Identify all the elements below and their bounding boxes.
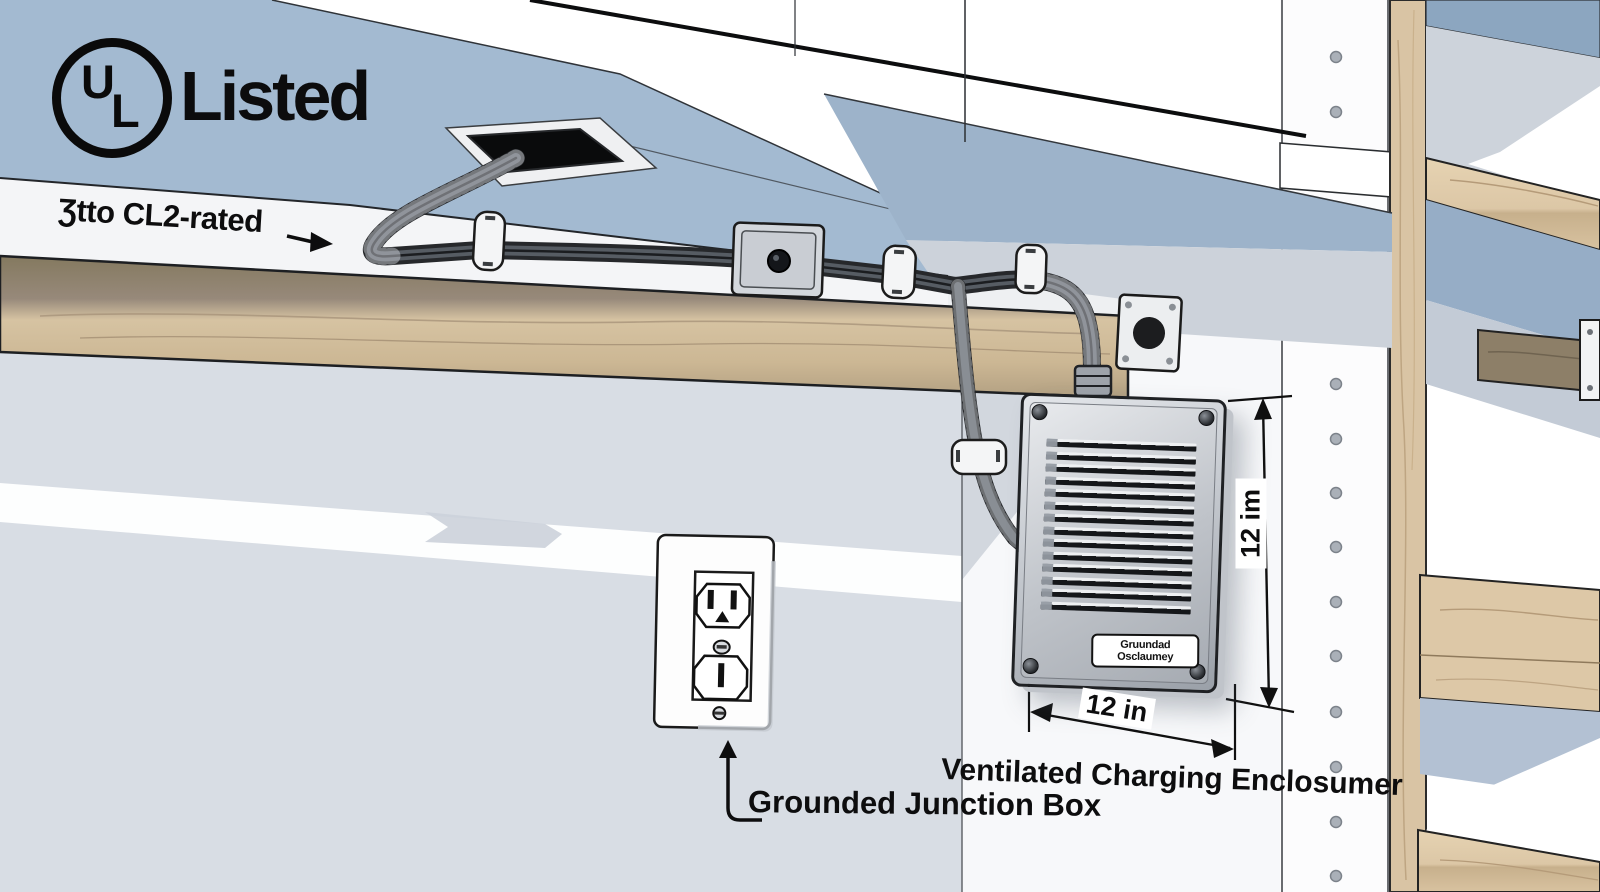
peg-hole bbox=[1329, 105, 1343, 119]
junction-box-arrow-icon bbox=[719, 740, 762, 822]
left-wall bbox=[0, 330, 962, 892]
louver-slat bbox=[1045, 463, 1196, 477]
shelf-lower bbox=[1417, 828, 1600, 892]
peg-hole bbox=[1329, 815, 1343, 829]
ul-monogram-icon: U L bbox=[52, 38, 172, 158]
cable-clip bbox=[1014, 243, 1048, 295]
louver-slat bbox=[1043, 525, 1194, 540]
peg-hole bbox=[1329, 869, 1343, 883]
louver-slat bbox=[1043, 513, 1194, 527]
conduit-connector bbox=[1073, 364, 1113, 398]
ul-wordmark: Listed bbox=[180, 57, 371, 135]
cable-clip bbox=[950, 438, 1008, 476]
louver-slat bbox=[1045, 450, 1197, 465]
width-dimension bbox=[1027, 660, 1237, 760]
peg-hole bbox=[1329, 432, 1343, 446]
cabinet-edge-line bbox=[529, 0, 1307, 138]
peg-hole bbox=[1329, 649, 1343, 663]
enclosure-tag-line1: Gruundad bbox=[1120, 638, 1171, 652]
ul-monogram-u: U bbox=[81, 55, 115, 108]
beam-end-plate bbox=[1115, 293, 1183, 373]
louver-slat bbox=[1041, 588, 1192, 602]
peg-hole bbox=[1329, 540, 1343, 554]
ventilated-charging-enclosure: Gruundad Osclaumey bbox=[1010, 392, 1228, 694]
louver-slat bbox=[1041, 563, 1193, 577]
louver-slat bbox=[1044, 500, 1195, 515]
ceiling-panel-right bbox=[824, 94, 1392, 252]
peg-hole bbox=[1329, 377, 1343, 391]
cable-clips bbox=[471, 210, 1048, 476]
shelving-unit bbox=[1279, 0, 1600, 892]
ul-monogram-l: L bbox=[111, 84, 140, 137]
outlet-socket-top bbox=[695, 582, 751, 629]
enclosure-tag-line2: Osclaumey bbox=[1117, 650, 1174, 664]
peg-hole bbox=[1329, 760, 1343, 774]
cabinet-edge-band bbox=[1279, 142, 1393, 198]
peg-hole bbox=[1329, 705, 1343, 719]
height-dimension-label: 12 im bbox=[1235, 478, 1267, 569]
enclosure-louvers bbox=[1040, 438, 1197, 623]
louver-slat bbox=[1041, 575, 1192, 590]
cable-clip bbox=[881, 244, 917, 300]
louver-slat bbox=[1044, 488, 1195, 502]
cable-rating-arrow-icon bbox=[286, 232, 333, 252]
shelf-upper bbox=[1425, 156, 1600, 252]
rod-bracket bbox=[1579, 319, 1600, 401]
peg-hole bbox=[1329, 486, 1343, 500]
shelf-middle bbox=[1419, 573, 1600, 714]
louver-slat bbox=[1045, 475, 1196, 490]
shelving-post bbox=[1389, 0, 1427, 892]
louver-slat bbox=[1040, 600, 1191, 615]
enclosure-tag: Gruundad Osclaumey bbox=[1091, 633, 1200, 669]
louver-slat bbox=[1042, 550, 1193, 565]
louver-slat bbox=[1042, 538, 1194, 552]
knockout-hole bbox=[766, 249, 791, 274]
outlet-socket-bottom bbox=[692, 654, 749, 701]
inline-junction-box bbox=[730, 221, 826, 299]
peg-hole bbox=[1329, 50, 1343, 64]
peg-hole bbox=[1329, 595, 1343, 609]
cable-clip bbox=[471, 210, 507, 272]
wall-outlet bbox=[652, 533, 776, 732]
